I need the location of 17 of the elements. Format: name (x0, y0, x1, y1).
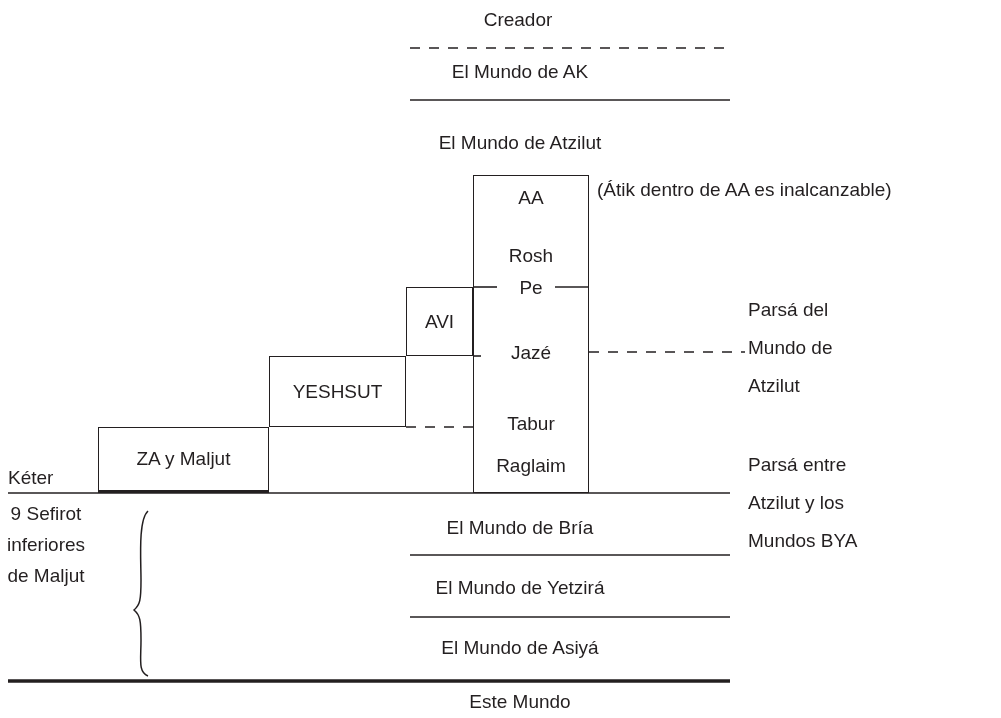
world-label: El Mundo de AK (450, 60, 590, 84)
partzuf-box: YESHSUT (269, 356, 406, 427)
world-label: El Mundo de Yetzirá (434, 576, 606, 600)
world-label: Creador (482, 8, 554, 32)
dashed-line (588, 351, 746, 353)
world-label: Parsá entre Atzilut y los Mundos BYA (748, 453, 859, 553)
partzuf-box: ZA y Maljut (98, 427, 269, 493)
dashed-line (405, 426, 474, 428)
world-label: El Mundo de Bría (445, 516, 595, 540)
world-label: Kéter (8, 466, 55, 490)
world-label: El Mundo de Asiyá (440, 636, 600, 660)
world-label: El Mundo de Atzilut (437, 131, 603, 155)
partzuf-box: AVI (406, 287, 473, 356)
note-label: (Átik dentro de AA es inalcanzable) (597, 178, 892, 202)
world-label: 9 Sefirot inferiores de Maljut (5, 502, 87, 588)
parsa-label: Parsá del Mundo de Atzilut (748, 291, 868, 405)
world-label: Este Mundo (468, 690, 572, 714)
